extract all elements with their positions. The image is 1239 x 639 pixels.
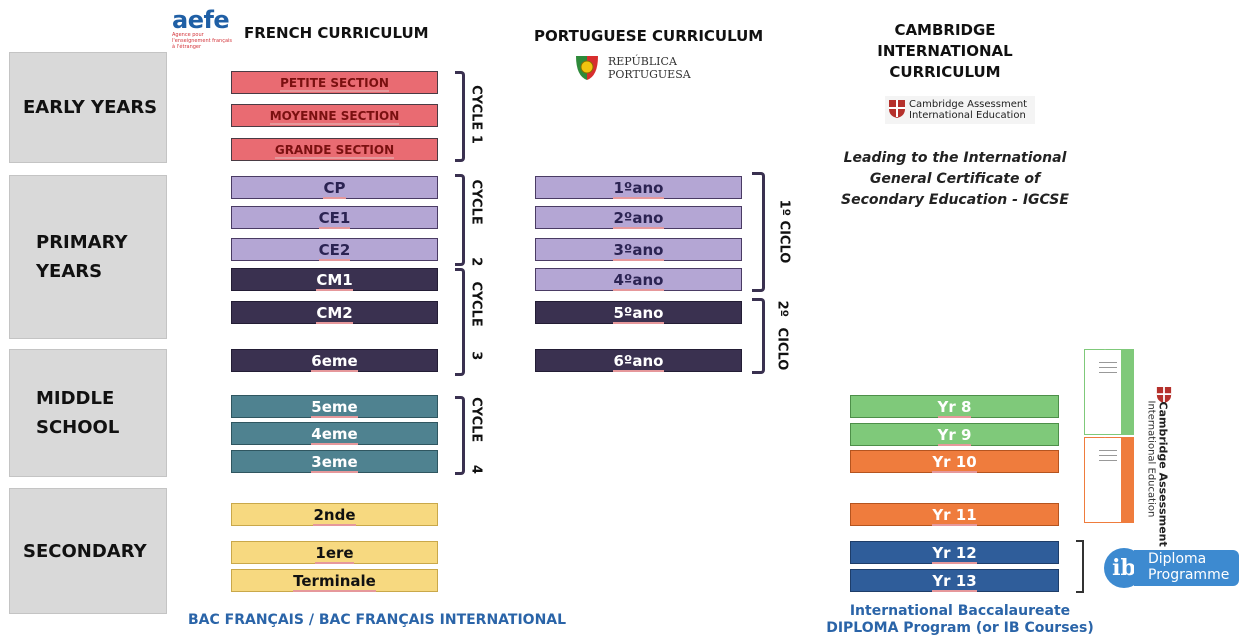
french-curriculum-header: FRENCH CURRICULUM [244, 24, 429, 42]
upper-secondary-card: Cambridge Upper Secondary [1084, 437, 1134, 523]
grade-cm2: CM2 [231, 301, 438, 324]
grade-yr-10: Yr 10 [850, 450, 1059, 473]
stage-early-years: EARLY YEARS [9, 52, 167, 163]
cycle-2-label: CYCLE 2 [468, 179, 484, 267]
cycle-3-label: CYCLE 3 [468, 281, 484, 361]
grade-3-ano: 3ºano [535, 238, 742, 261]
ib-footer: International Baccalaureate DIPLOMA Prog… [826, 603, 1094, 636]
grade-1-ano: 1ºano [535, 176, 742, 199]
ciclo-2-bracket [752, 298, 765, 374]
lower-secondary-card: Cambridge Lower Secondary [1084, 349, 1134, 435]
ciclo-1-bracket [752, 172, 765, 292]
grade-yr-9: Yr 9 [850, 423, 1059, 446]
french-footer: BAC FRANÇAIS / BAC FRANÇAIS INTERNATIONA… [188, 612, 567, 628]
grade-grande-section: GRANDE SECTION [231, 138, 438, 161]
grade-6eme: 6eme [231, 349, 438, 372]
aefe-tagline: Agence pour l'enseignement français à l'… [172, 32, 233, 50]
cambridge-curriculum-header: CAMBRIDGE INTERNATIONAL CURRICULUM [877, 21, 1013, 81]
aefe-wordmark: aefe [172, 6, 230, 34]
grade-cp: CP [231, 176, 438, 199]
cambridge-shield-icon [889, 100, 905, 118]
cycle-1-label: CYCLE 1 [468, 85, 484, 144]
portugal-line-1: REPÚBLICA [608, 55, 677, 68]
grade-3eme: 3eme [231, 450, 438, 473]
grade-ce2: CE2 [231, 238, 438, 261]
grade-ce1: CE1 [231, 206, 438, 229]
cycle-2-bracket [455, 174, 465, 266]
grade-yr-13: Yr 13 [850, 569, 1059, 592]
grade-4eme: 4eme [231, 422, 438, 445]
grade-1ere: 1ere [231, 541, 438, 564]
cycle-3-bracket [455, 268, 465, 376]
grade-4-ano: 4ºano [535, 268, 742, 291]
ib-logo: ib Diploma Programme [1104, 548, 1239, 590]
grade-yr-12: Yr 12 [850, 541, 1059, 564]
grade-yr-11: Yr 11 [850, 503, 1059, 526]
portuguese-republic-logo: REPÚBLICA PORTUGUESA [572, 52, 712, 84]
igcse-note: Leading to the International General Cer… [841, 150, 1069, 208]
portuguese-curriculum-header: PORTUGUESE CURRICULUM [534, 27, 764, 45]
grade-6-ano: 6ºano [535, 349, 742, 372]
ib-diploma-text: Diploma [1148, 551, 1207, 567]
side-cambridge-text-2: International Education [1145, 400, 1157, 518]
grade-yr-8: Yr 8 [850, 395, 1059, 418]
upper-secondary-text-lines [1099, 446, 1117, 506]
stage-secondary: SECONDARY [9, 488, 167, 614]
cycle-1-bracket [455, 71, 465, 162]
lower-secondary-text-lines [1099, 358, 1117, 418]
portugal-emblem-icon [576, 56, 598, 80]
ciclo-2-label: 2º CICLO [774, 300, 790, 371]
grade-5-ano: 5ºano [535, 301, 742, 324]
side-cambridge-text-1: Cambridge Assessment [1156, 401, 1170, 547]
grade-5eme: 5eme [231, 395, 438, 418]
side-cambridge-logo: Cambridge Assessment International Educa… [1134, 386, 1194, 547]
cycle-4-label: CYCLE 4 [468, 397, 484, 474]
ib-bracket [1076, 540, 1084, 593]
cambridge-shield-icon [1156, 387, 1172, 403]
ciclo-1-label: 1º CICLO [776, 199, 792, 264]
grade-petite-section: PETITE SECTION [231, 71, 438, 94]
grade-2nde: 2nde [231, 503, 438, 526]
portugal-line-2: PORTUGUESA [608, 68, 691, 81]
grade-2-ano: 2ºano [535, 206, 742, 229]
grade-cm1: CM1 [231, 268, 438, 291]
grade-moyenne-section: MOYENNE SECTION [231, 104, 438, 127]
ib-programme-text: Programme [1148, 567, 1230, 583]
cambridge-logo: Cambridge Assessment International Educa… [885, 96, 1035, 124]
grade-terminale: Terminale [231, 569, 438, 592]
aefe-logo: aefe Agence pour l'enseignement français… [172, 8, 234, 52]
cycle-4-bracket [455, 396, 465, 475]
